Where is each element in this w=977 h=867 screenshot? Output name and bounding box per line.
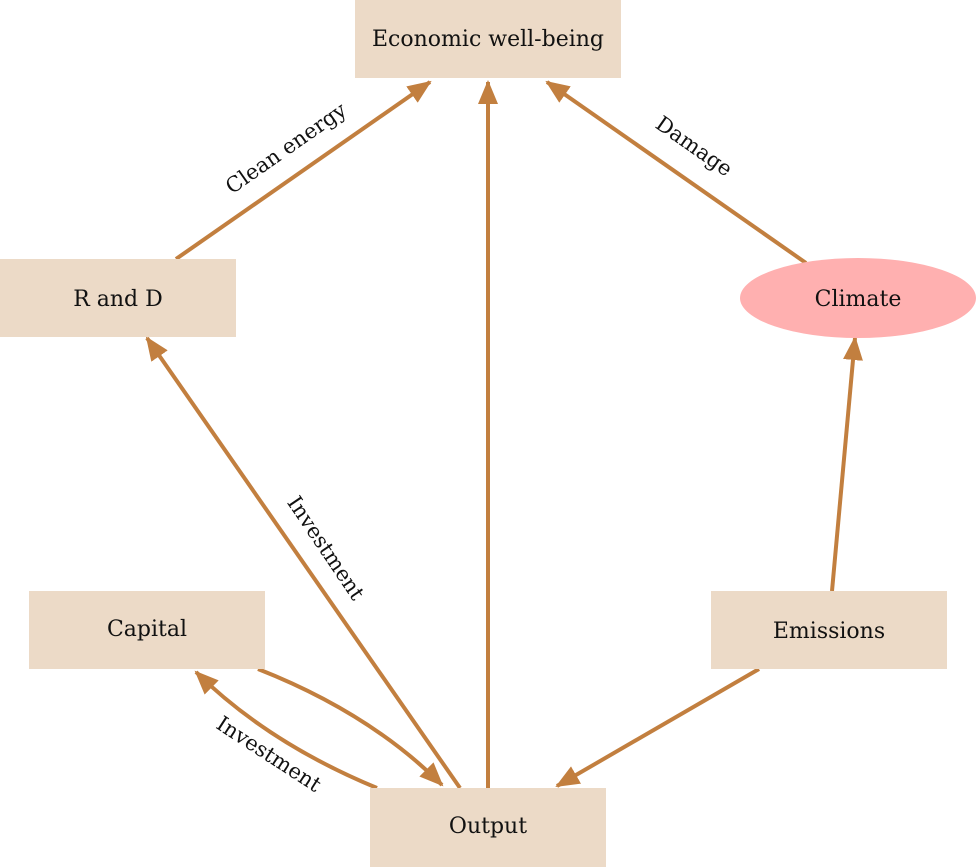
node-economic-wellbeing: Economic well-being (355, 0, 621, 78)
node-climate-label: Climate (815, 287, 902, 312)
edge-rd-to-wellbeing (174, 80, 432, 261)
edge-output-to-rd (145, 336, 462, 790)
node-output-label: Output (449, 814, 527, 839)
edge-emissions-to-climate (830, 336, 863, 592)
edge-output-to-capital (194, 670, 378, 790)
node-economic-wellbeing-label: Economic well-being (372, 27, 604, 52)
edge-emissions-to-output (555, 667, 761, 788)
node-emissions-label: Emissions (773, 619, 885, 644)
node-capital-label: Capital (107, 617, 187, 642)
edge-label-damage: Damage (651, 111, 737, 181)
edge-climate-to-wellbeing (545, 80, 808, 265)
node-output: Output (370, 788, 606, 867)
node-r-and-d-label: R and D (73, 287, 163, 312)
node-climate: Climate (740, 258, 976, 338)
node-capital: Capital (29, 591, 265, 669)
edge-capital-to-output (257, 667, 444, 787)
node-emissions: Emissions (711, 591, 947, 669)
node-r-and-d: R and D (0, 259, 236, 337)
